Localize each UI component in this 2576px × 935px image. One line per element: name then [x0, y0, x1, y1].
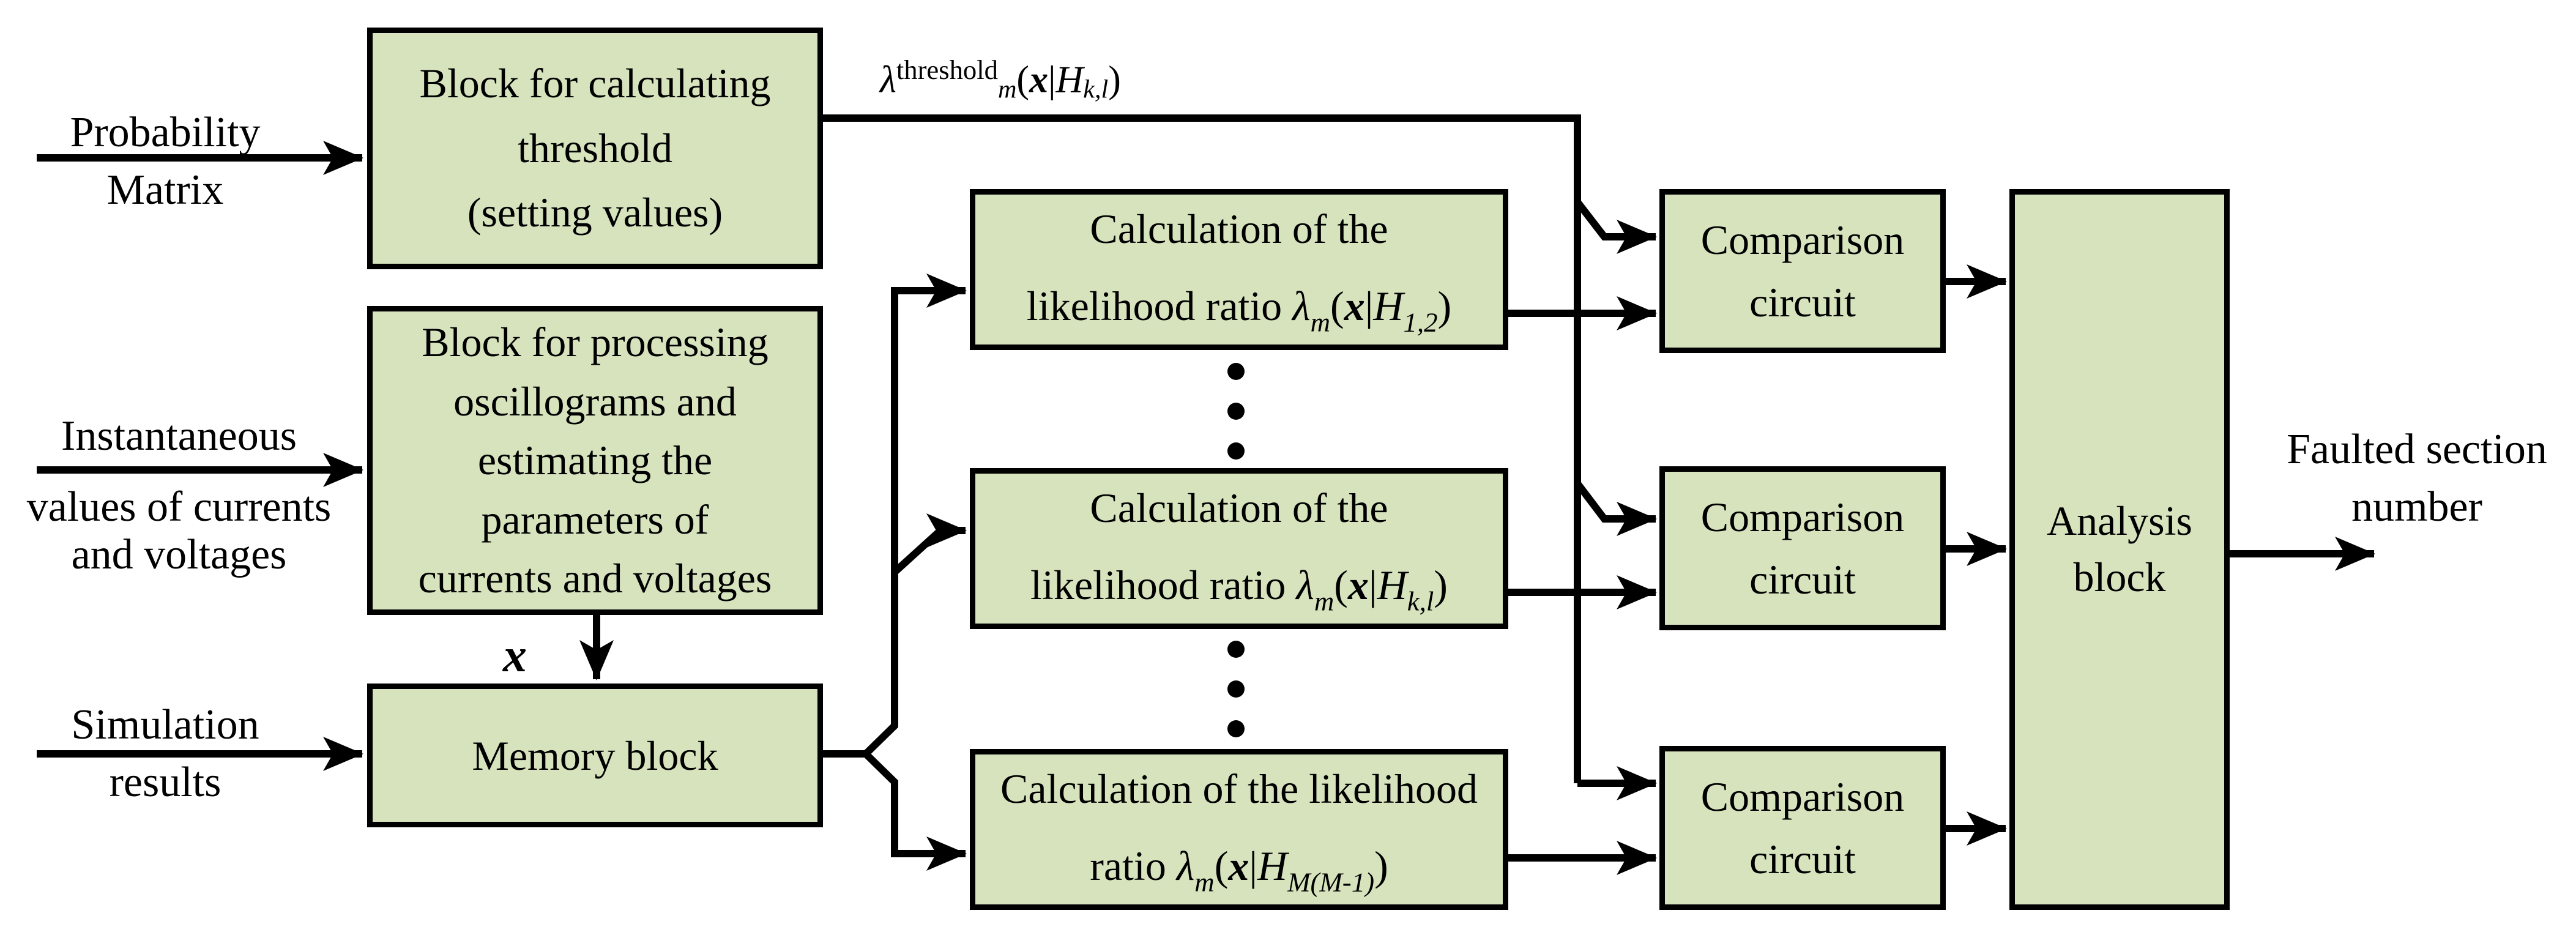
ellipsis-dots-upper	[1227, 363, 1245, 460]
processing-block: Block for processing oscillograms and es…	[367, 306, 823, 615]
comparison-circuit-3-line-2: circuit	[1749, 836, 1856, 882]
comparison-circuit-3-line-1: Comparison	[1700, 773, 1905, 820]
likelihood-block-2-line-1: Calculation of the	[1090, 485, 1388, 532]
ellipsis-dots-lower	[1227, 641, 1245, 737]
threshold-block: Block for calculating threshold (setting…	[367, 28, 823, 269]
output-label-line-2: number	[2351, 483, 2482, 531]
analysis-block-line-1: Analysis	[2047, 497, 2192, 545]
processing-block-line-2: oscillograms and	[453, 378, 737, 425]
arrow-memory-to-likelihood-2	[892, 513, 967, 575]
likelihood-block-1-line-1: Calculation of the	[1090, 206, 1388, 253]
analysis-block: Analysis block	[2009, 189, 2230, 910]
threshold-block-line-3: (setting values)	[467, 189, 723, 236]
input-simulation-line-1: Simulation	[71, 701, 259, 748]
comparison-circuit-1-line-1: Comparison	[1700, 217, 1905, 263]
memory-block-label: Memory block	[472, 732, 718, 779]
processing-block-line-1: Block for processing	[422, 319, 769, 366]
arrow-memory-to-likelihood-3	[863, 751, 967, 871]
arrow-memory-to-likelihood-1	[863, 274, 967, 757]
input-instantaneous-line-2: values of currents	[26, 483, 332, 531]
comparison-circuit-2-line-1: Comparison	[1700, 494, 1905, 540]
input-probability-line-1: Probability	[70, 109, 261, 156]
comparison-circuit-2-line-2: circuit	[1749, 556, 1856, 603]
comparison-circuit-1-line-2: circuit	[1749, 279, 1856, 326]
input-instantaneous-line-1: Instantaneous	[61, 412, 297, 460]
comparison-circuit-3: Comparison circuit	[1659, 746, 1946, 910]
likelihood-block-3: Calculation of the likelihood ratio λm(x…	[970, 749, 1508, 910]
likelihood-block-3-line-1: Calculation of the likelihood	[1000, 766, 1478, 813]
likelihood-block-3-formula: ratio λm(x|HM(M-1))	[1090, 843, 1388, 898]
analysis-block-line-2: block	[2073, 554, 2166, 600]
processing-block-line-4: parameters of	[481, 496, 709, 543]
arrow-threshold-to-comparison-1	[1574, 199, 1657, 254]
threshold-block-line-2: threshold	[517, 124, 673, 171]
threshold-signal-label: λthresholdm(x|Hk,l)	[880, 54, 1121, 104]
memory-block: Memory block	[367, 684, 823, 827]
x-signal-label: x	[503, 628, 527, 682]
likelihood-block-1: Calculation of the likelihood ratio λm(x…	[970, 189, 1508, 350]
comparison-circuit-1: Comparison circuit	[1659, 189, 1946, 353]
likelihood-block-1-formula: likelihood ratio λm(x|H1,2)	[1026, 283, 1452, 338]
likelihood-block-2-formula: likelihood ratio λm(x|Hk,l)	[1030, 562, 1448, 617]
processing-block-line-3: estimating the	[477, 437, 713, 484]
output-label-line-1: Faulted section	[2287, 426, 2547, 473]
arrow-threshold-to-comparison-2	[1574, 481, 1657, 536]
processing-block-line-5: currents and voltages	[418, 555, 772, 602]
threshold-block-line-1: Block for calculating	[419, 60, 771, 107]
input-simulation-line-2: results	[109, 759, 221, 806]
input-instantaneous-line-3: and voltages	[71, 531, 287, 578]
input-probability-line-2: Matrix	[106, 166, 224, 214]
likelihood-block-2: Calculation of the likelihood ratio λm(x…	[970, 468, 1508, 629]
threshold-bus-wire	[823, 114, 1581, 783]
comparison-circuit-2: Comparison circuit	[1659, 466, 1946, 630]
